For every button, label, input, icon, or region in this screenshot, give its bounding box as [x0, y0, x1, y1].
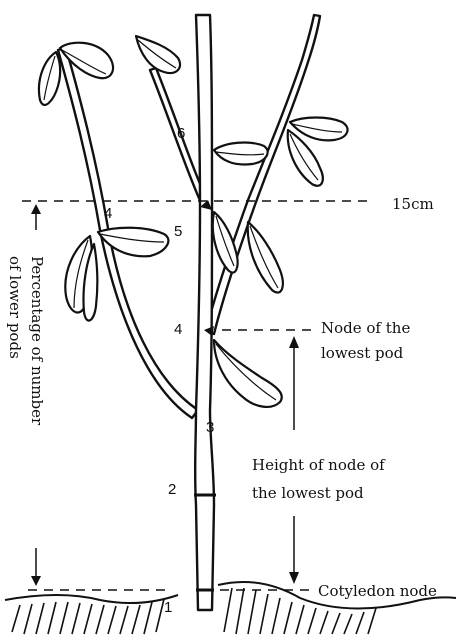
main-stem [195, 15, 214, 610]
arrow-percentage-top [31, 204, 41, 230]
node-number-5: 5 [174, 223, 182, 240]
arrow-height-top [289, 336, 299, 430]
label-15cm: 15cm [392, 195, 434, 213]
label-height-node-1: Height of node of [252, 456, 386, 474]
label-percentage-2: of lower pods [6, 256, 24, 359]
leaf-top-left-b [39, 52, 60, 105]
label-percentage-1: Percentage of number [28, 256, 46, 426]
node-number-6: 6 [177, 125, 185, 142]
label-node-lowest-pod-2: lowest pod [321, 344, 404, 362]
node-number-1: 1 [164, 599, 172, 616]
label-cotyledon-node: Cotyledon node [318, 582, 437, 600]
arrow-percentage-bottom [31, 548, 41, 586]
leaf-mid-center [214, 143, 268, 165]
node-number-3: 3 [206, 419, 214, 436]
node-number-4-main: 4 [174, 321, 182, 338]
node-number-4-branch: 4 [104, 205, 112, 222]
label-node-lowest-pod-1: Node of the [321, 319, 410, 337]
leaves [39, 36, 348, 407]
arrow-height-bottom [289, 516, 299, 584]
label-height-node-2: the lowest pod [252, 484, 364, 502]
leaf-upper-small [136, 36, 180, 73]
node-number-2: 2 [168, 481, 176, 498]
